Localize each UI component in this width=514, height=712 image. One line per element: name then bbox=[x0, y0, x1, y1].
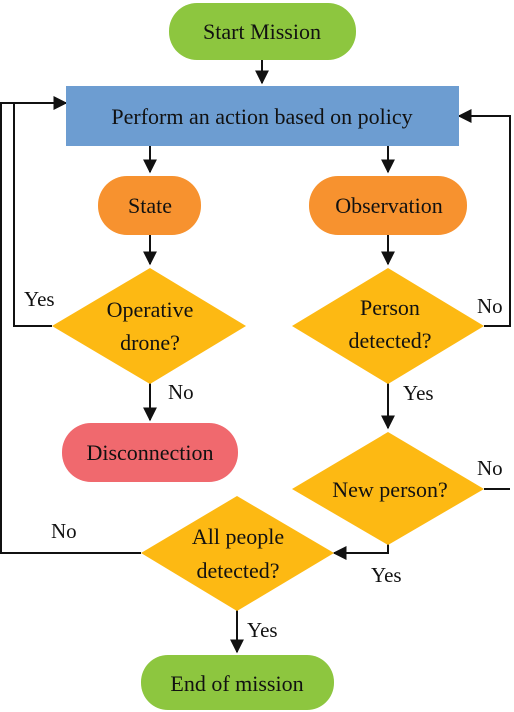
operative-label-line1: Operative bbox=[107, 297, 194, 322]
new-person-no-label: No bbox=[477, 456, 503, 480]
edges bbox=[0, 60, 511, 654]
state-shape bbox=[98, 176, 201, 235]
all-people-label-line2: detected? bbox=[196, 558, 279, 583]
operative-no-label: No bbox=[168, 380, 194, 404]
all-people-no-label: No bbox=[51, 519, 77, 543]
person-yes-label: Yes bbox=[403, 381, 434, 405]
edge-labels: Yes No No Yes No Yes No Yes bbox=[24, 287, 503, 642]
observation-label: Observation bbox=[335, 193, 443, 218]
node-disconnection: Disconnection bbox=[62, 423, 238, 482]
operative-label-line2: drone? bbox=[120, 330, 180, 355]
operative-yes-label: Yes bbox=[24, 287, 55, 311]
edge-new-person-yes-to-all-people bbox=[332, 543, 389, 560]
person-label-line2: detected? bbox=[348, 328, 431, 353]
node-operative-drone: Operative drone? bbox=[52, 268, 246, 384]
action-label: Perform an action based on policy bbox=[111, 104, 412, 129]
edge-person-no-loop bbox=[457, 109, 511, 327]
operative-decision-shape bbox=[52, 268, 246, 384]
start-label: Start Mission bbox=[203, 19, 321, 44]
node-all-people-detected: All people detected? bbox=[141, 496, 334, 611]
node-new-person: New person? bbox=[292, 432, 484, 545]
all-people-decision-shape bbox=[141, 496, 334, 611]
all-people-yes-label: Yes bbox=[247, 618, 278, 642]
disconnection-shape bbox=[62, 423, 238, 482]
all-people-label-line1: All people bbox=[192, 524, 284, 549]
end-label: End of mission bbox=[170, 671, 303, 696]
state-label: State bbox=[128, 193, 172, 218]
new-person-yes-label: Yes bbox=[371, 563, 402, 587]
action-process-shape bbox=[66, 86, 459, 146]
node-start: Start Mission bbox=[169, 3, 356, 60]
disconnection-label: Disconnection bbox=[86, 440, 213, 465]
node-observation: Observation bbox=[309, 176, 467, 235]
node-person-detected: Person detected? bbox=[292, 268, 484, 384]
edge-operative-yes-loop bbox=[13, 96, 68, 327]
end-terminal-shape bbox=[141, 655, 334, 710]
person-label-line1: Person bbox=[360, 295, 420, 320]
start-terminal-shape bbox=[169, 3, 356, 60]
new-person-label: New person? bbox=[332, 477, 447, 502]
observation-shape bbox=[309, 176, 467, 235]
edge-all-people-no-loop bbox=[0, 102, 141, 554]
person-no-label: No bbox=[477, 294, 503, 318]
node-end: End of mission bbox=[141, 655, 334, 710]
person-decision-shape bbox=[292, 268, 484, 384]
new-person-decision-shape bbox=[292, 432, 484, 545]
node-action: Perform an action based on policy bbox=[66, 86, 459, 146]
node-state: State bbox=[98, 176, 201, 235]
